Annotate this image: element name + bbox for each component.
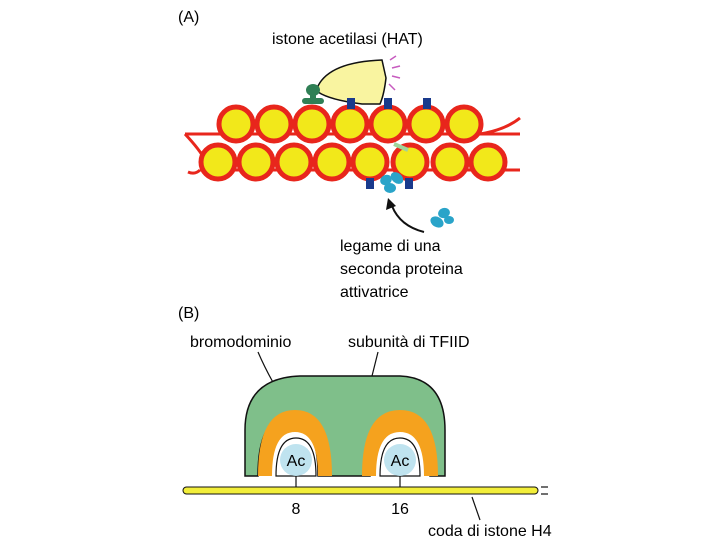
binding-arrow [386, 198, 425, 233]
nucleosome [274, 142, 314, 182]
acetyl-mark [384, 98, 392, 109]
acetyl-lysine-8: Ac [280, 444, 312, 487]
panel-a-label: (A) [178, 9, 199, 26]
activator-protein-green [302, 84, 324, 104]
residue-16-label: 16 [391, 501, 409, 518]
nucleosome [350, 142, 390, 182]
tfiid-label: subunità di TFIID [348, 334, 470, 351]
residue-8-label: 8 [292, 501, 301, 518]
activator-protein-cyan-bound [380, 172, 404, 193]
nucleosome [430, 142, 470, 182]
tail-label: coda di istone H4 [428, 523, 552, 540]
nucleosome-row-top [216, 104, 484, 144]
hat-enzyme [317, 59, 387, 105]
bromodomain-label: bromodominio [190, 334, 291, 351]
second-activator-label: legame di una seconda proteina attivatri… [340, 238, 467, 301]
bromodomain-left [258, 410, 332, 476]
acetyl-mark [347, 98, 355, 109]
tfiid-leader [371, 351, 379, 377]
nucleosome [406, 104, 446, 144]
histone-h4-tail [182, 486, 548, 495]
nucleosome [468, 142, 508, 182]
tail-leader [471, 496, 481, 521]
nucleosome [312, 142, 352, 182]
activator-protein-cyan-free [430, 207, 454, 228]
nucleosome [254, 104, 294, 144]
linker-highlight [393, 142, 409, 152]
ac-label-right: Ac [391, 453, 410, 470]
acetyl-mark [405, 178, 413, 189]
nucleosome-row-bottom [198, 142, 508, 182]
nucleosome [368, 104, 408, 144]
ac-label-left: Ac [287, 453, 306, 470]
nucleosome [216, 104, 256, 144]
nucleosome [444, 104, 484, 144]
bromodomain-right [362, 410, 438, 476]
hat-label: istone acetilasi (HAT) [272, 31, 423, 48]
acetyl-lysine-16: Ac [384, 444, 416, 487]
nucleosome [236, 142, 276, 182]
acetyl-marks [347, 98, 431, 189]
sparkle-icon [388, 55, 401, 91]
acetyl-mark [423, 98, 431, 109]
nucleosome [198, 142, 238, 182]
acetyl-mark [366, 178, 374, 189]
nucleosome [292, 104, 332, 144]
nucleosome [330, 104, 370, 144]
panel-b-label: (B) [178, 305, 199, 322]
